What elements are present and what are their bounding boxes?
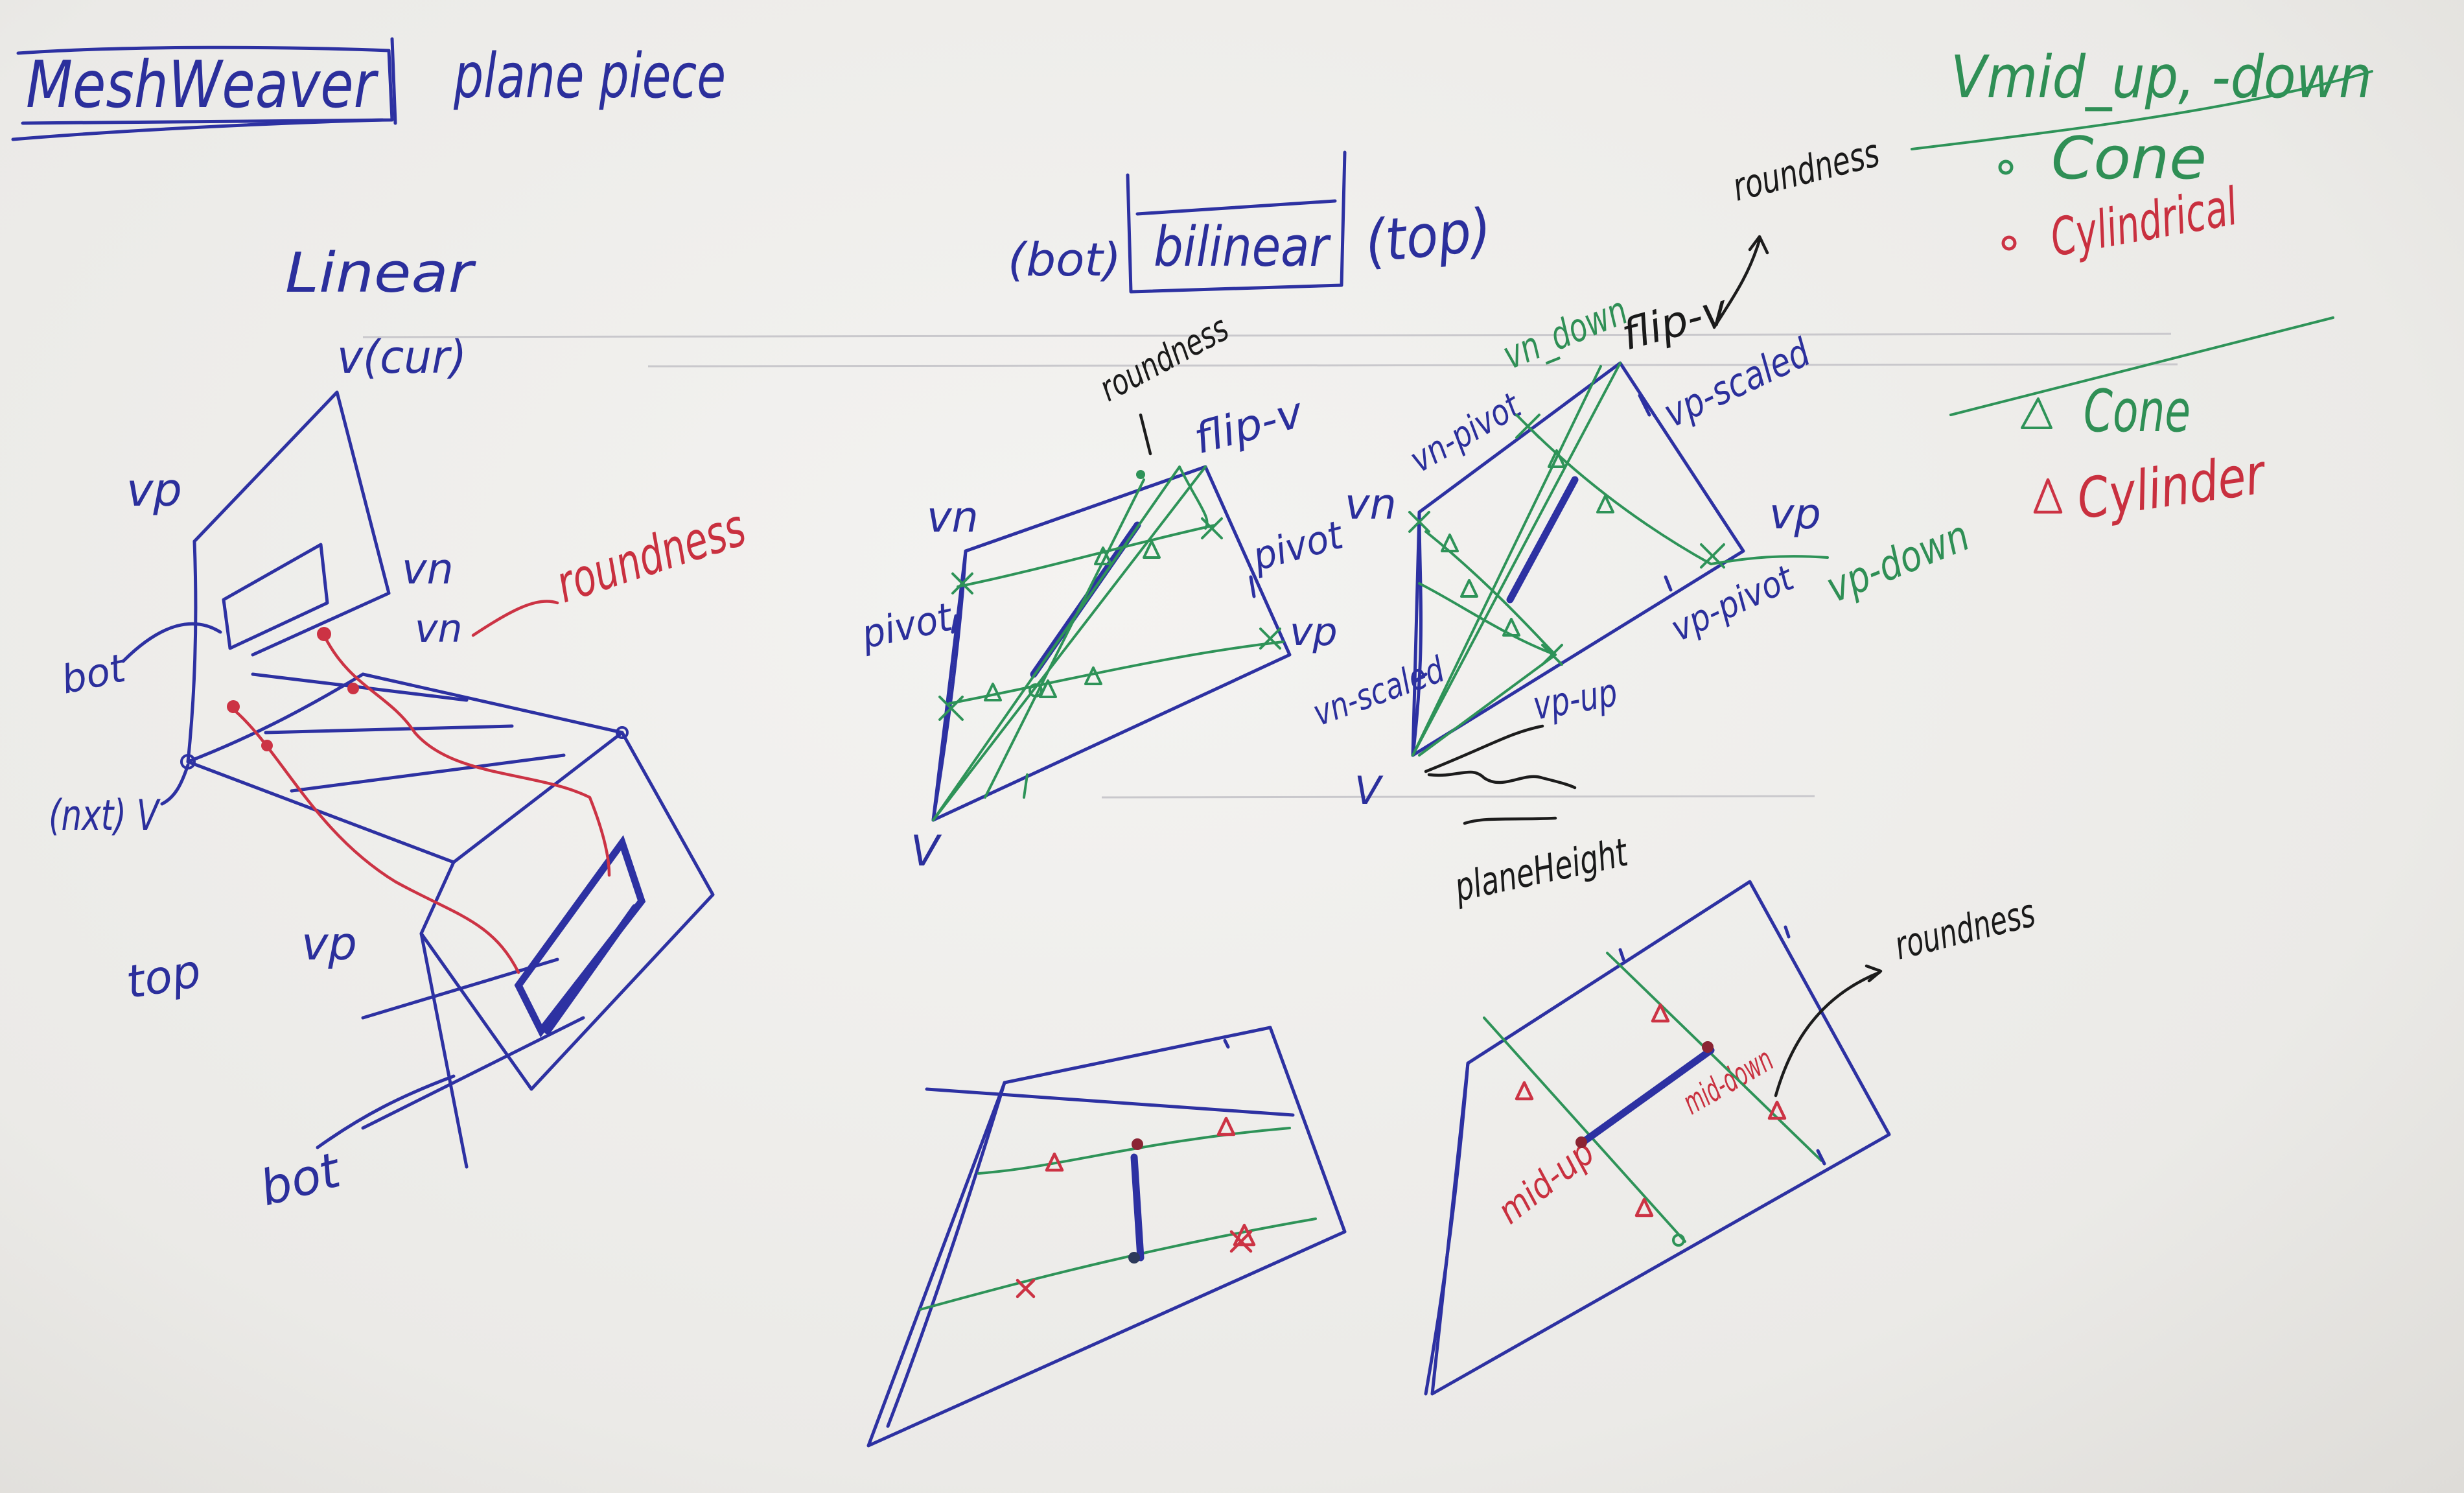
legend-triangle-cylinder-marker [2033, 478, 2063, 514]
label-vp-pivot: vp-pivot [1664, 556, 1800, 649]
legend-circle-cone-marker [1998, 159, 2014, 175]
bottom-diagram-1 [866, 1026, 1347, 1448]
label-vp-lower: vp [301, 917, 357, 970]
label-nxt-v: (nxt) V [49, 792, 161, 840]
bleed-through-text [362, 333, 2178, 799]
bottom-diagram-2 [1424, 880, 1891, 1396]
label-vn-mid: vn [415, 606, 463, 652]
label-pivot-left: pivot [857, 594, 958, 658]
label-bot-upper: bot [58, 645, 131, 703]
label-vp-upper: vp [126, 464, 182, 517]
label-top-lower: top [122, 944, 205, 1009]
legend-triangle-cone-marker [2021, 397, 2052, 429]
bilinear-box [1126, 150, 1347, 294]
title-box [11, 37, 397, 141]
legend-circle-cone: Cone [2051, 124, 2207, 193]
label-vn-scaled-diag: vn [1345, 480, 1397, 529]
label-roundness-bilinear: roundness [1093, 307, 1235, 409]
bilinear-heading: bilinear [1154, 215, 1331, 279]
linear-diagram [121, 390, 715, 1169]
label-pivot-right: pivot [1248, 512, 1349, 580]
legend-heading: Vmid_up, -down [1951, 43, 2372, 112]
legend-circle-cylindrical-marker [2001, 235, 2017, 251]
page-subtitle: plane piece [453, 41, 726, 112]
label-plane-height: planeHeight [1450, 830, 1633, 911]
legend-triangle-cone: Cone [2084, 377, 2191, 445]
label-vp-up: vp-up [1529, 670, 1620, 729]
label-v-cur: v(cur) [337, 331, 467, 384]
linear-heading: Linear [285, 241, 477, 305]
label-vn-upper: vn [402, 545, 454, 594]
label-v-scaled: V [1354, 768, 1384, 814]
label-vp-right: vp [1769, 490, 1821, 539]
label-roundness-top: roundness [1728, 130, 1884, 211]
label-roundness-bottom: roundness [1890, 890, 2040, 969]
label-v-bilinear: V [911, 827, 942, 876]
label-vp-bilinear: vp [1290, 609, 1338, 655]
label-top-paren: (top) [1362, 196, 1494, 277]
legend-triangle-cylinder: Cylinder [2073, 442, 2271, 532]
label-roundness-linear: roundness [549, 497, 752, 615]
label-bot-lower: bot [254, 1141, 347, 1217]
bilinear-diagram-2 [1408, 235, 1829, 825]
label-vn-pivot: vn-pivot [1403, 384, 1529, 480]
label-vn-bilinear: vn [927, 493, 979, 542]
bilinear-diagram-1 [931, 413, 1292, 822]
label-bot-paren: (bot) [1008, 233, 1121, 287]
label-flip-v-1: flip-v [1189, 388, 1309, 464]
label-mid-down: mid-down [1677, 1040, 1780, 1122]
label-vp-down: vp-down [1820, 511, 1976, 613]
page-title: MeshWeaver [26, 47, 379, 123]
